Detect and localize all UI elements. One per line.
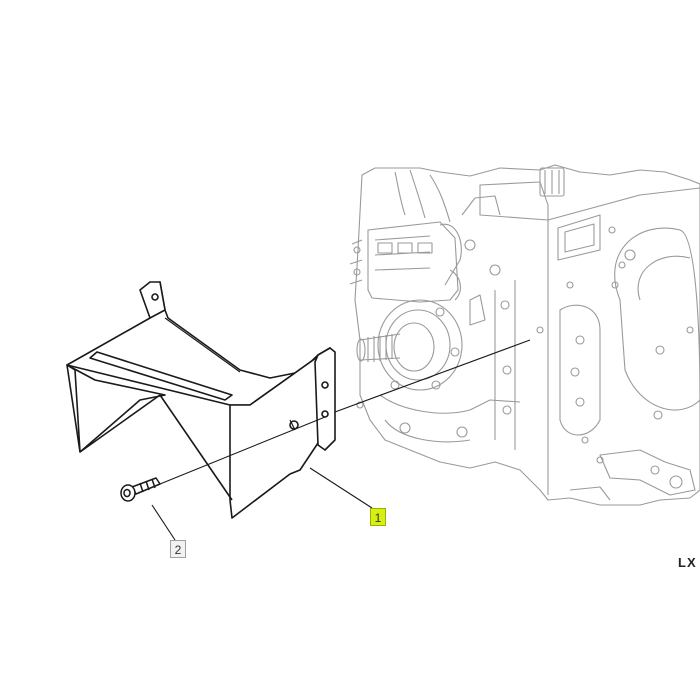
assembly-lines bbox=[151, 339, 531, 541]
callout-2[interactable]: 2 bbox=[170, 540, 186, 558]
bracket bbox=[66, 281, 336, 519]
engine-housing bbox=[349, 164, 700, 506]
callout-1[interactable]: 1 bbox=[370, 508, 386, 526]
reference-code: LX bbox=[678, 555, 697, 570]
cap-screw bbox=[120, 477, 161, 502]
